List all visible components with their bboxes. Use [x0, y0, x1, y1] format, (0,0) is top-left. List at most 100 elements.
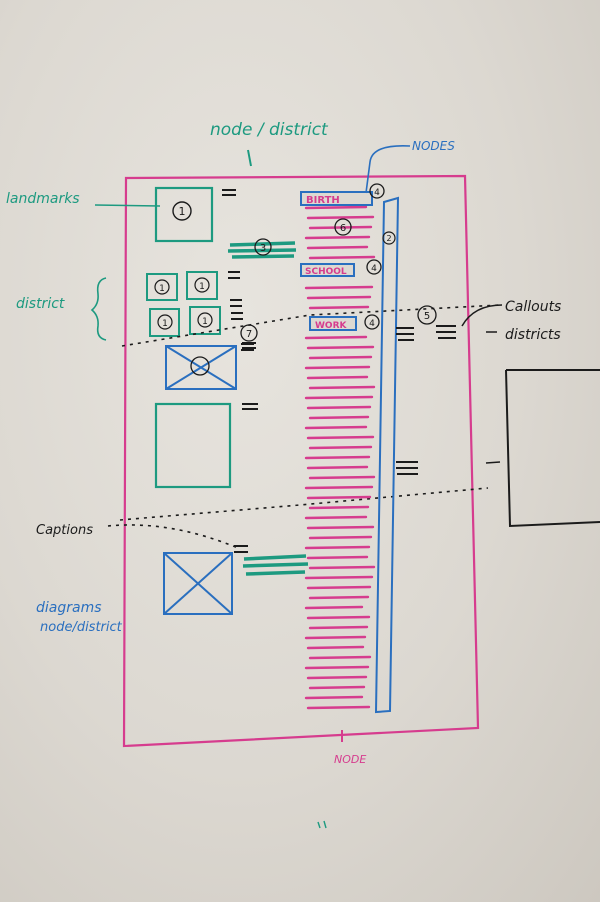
- timeline-text-line: [306, 215, 375, 220]
- district-brace: [90, 277, 107, 341]
- district-cell-markers: [154, 277, 213, 330]
- timeline-text-line: [306, 375, 369, 380]
- large-landmark-box: [154, 402, 232, 489]
- pink-note-circle: [334, 218, 352, 236]
- diagrams-subtitle: node/district: [40, 620, 123, 635]
- callout-lines-right: [436, 325, 456, 339]
- district-cell-3: 1: [162, 319, 168, 329]
- node-badge-work: 4: [369, 319, 375, 329]
- node-box-birth: [300, 191, 373, 206]
- timeline-text-line: [308, 415, 370, 420]
- title-tick: [247, 149, 252, 167]
- timeline-text-line: [308, 685, 366, 690]
- timeline-text-line: [308, 445, 373, 450]
- timeline-text-line: [306, 615, 371, 620]
- timeline-text-line: [304, 455, 371, 460]
- timeline-text-line: [306, 585, 372, 590]
- timeline-text-line: [308, 625, 369, 630]
- image-placeholder-top-circle: [190, 356, 210, 376]
- timeline-text-line: [306, 705, 371, 710]
- timeline-bar: [374, 196, 400, 714]
- timeline-text-line: [304, 425, 368, 430]
- timeline-text-line: [304, 285, 374, 290]
- timeline-text-line: [306, 465, 369, 470]
- timeline-dot-circle: [382, 231, 396, 245]
- timeline-text-line: [306, 525, 375, 530]
- pink-note-marker: 6: [340, 223, 346, 234]
- timeline-text-line: [304, 485, 374, 490]
- timeline-text-line: [308, 355, 373, 360]
- timeline-text-line: [306, 645, 365, 650]
- timeline-text-line: [304, 395, 374, 400]
- side-panel: [505, 369, 600, 528]
- timeline-text-line: [304, 635, 367, 640]
- timeline-text-line: [304, 695, 364, 700]
- timeline-text-line: [306, 295, 372, 300]
- district-cell-4: 1: [202, 317, 208, 327]
- timeline-text-line: [308, 565, 376, 570]
- mid-caption-lines: [396, 461, 418, 475]
- teal-bottom-strokes: [242, 554, 309, 576]
- side-panel-dash: [485, 461, 501, 464]
- landmarks-label: landmarks: [6, 191, 80, 207]
- landmark-marker: 1: [179, 205, 186, 218]
- landmark-marker-circle: [172, 201, 192, 221]
- divider-lower: [119, 487, 489, 521]
- timeline-text-line: [304, 665, 370, 670]
- landmark-box: [154, 186, 214, 243]
- nodes-label: NODES: [412, 139, 455, 153]
- timeline-text-line: [304, 545, 371, 550]
- timeline-text-line: [308, 505, 370, 510]
- district-caption-lines: [228, 271, 243, 320]
- callout-marker: 5: [424, 311, 430, 322]
- gap-note-marker: 7: [246, 329, 252, 340]
- nodes-leader: [365, 145, 411, 194]
- district-grid: [146, 271, 221, 337]
- landmark-caption-lines: [222, 189, 236, 196]
- district-cell-1: 1: [159, 284, 165, 294]
- timeline-text-line: [306, 555, 369, 560]
- diagram-title: node / district: [210, 120, 329, 140]
- timeline-text-line: [308, 305, 370, 310]
- footer-node-label: NODE: [334, 753, 366, 766]
- teal-note-circle: [254, 238, 272, 256]
- image-top-caption-lines: [241, 343, 254, 351]
- timeline-text-line: [308, 595, 370, 600]
- district-cell-2: 1: [199, 282, 205, 292]
- timeline-text-line: [306, 675, 368, 680]
- timeline-text-line: [304, 205, 368, 210]
- image-bottom-caption-lines: [234, 545, 248, 553]
- node-box-school: [300, 263, 355, 277]
- node-label-birth: BIRTH: [306, 195, 340, 206]
- timeline-text-line: [304, 605, 364, 610]
- timeline-text-line: [308, 475, 376, 480]
- timeline-dot-marker: 2: [386, 234, 391, 243]
- timeline-text-line: [308, 225, 373, 230]
- timeline-text-line: [304, 235, 371, 240]
- node-box-work: [309, 316, 357, 331]
- timeline-text-line: [308, 255, 376, 260]
- large-box-caption-lines: [242, 403, 258, 410]
- diagrams-label: diagrams: [36, 600, 102, 616]
- timeline-text-line: [306, 345, 375, 350]
- teal-note-strokes: [227, 241, 297, 259]
- timeline-text-line: [304, 515, 368, 520]
- timeline-text-line: [304, 365, 371, 370]
- image-placeholder-bottom: [163, 552, 233, 615]
- timeline-text-line: [308, 535, 373, 540]
- node-badge-school: 4: [371, 264, 377, 274]
- teal-note-marker: 3: [260, 243, 266, 254]
- callouts-leader: [461, 304, 503, 327]
- district-label: district: [16, 296, 65, 312]
- node-badges: [364, 183, 385, 330]
- timeline-text-line: [306, 495, 372, 500]
- node-label-work: WORK: [315, 321, 348, 331]
- node-label-school: SCHOOL: [305, 267, 347, 277]
- timeline-text-line: [308, 655, 372, 660]
- page-frame: [122, 174, 480, 748]
- captions-leader: [107, 524, 239, 549]
- timeline-text-line: [304, 575, 374, 580]
- timeline-text-line: [304, 335, 368, 340]
